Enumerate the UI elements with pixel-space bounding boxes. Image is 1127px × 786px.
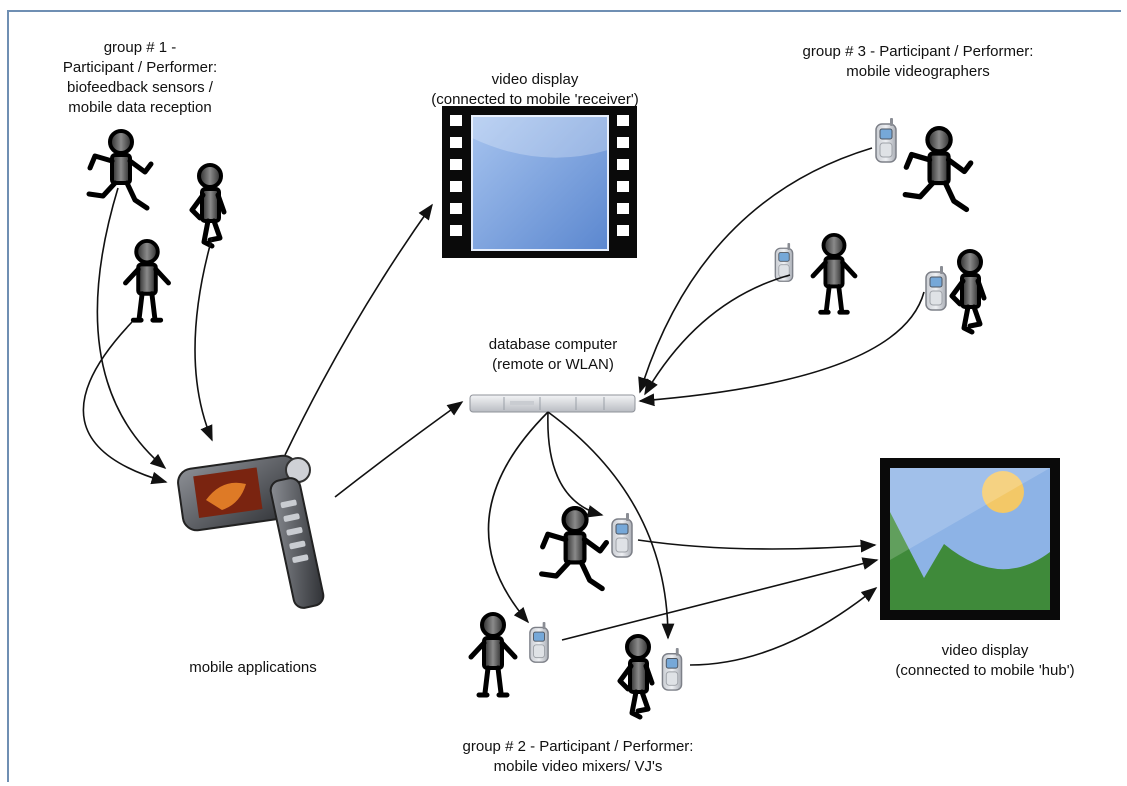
mobile-phone-icon <box>875 117 897 163</box>
group1-label: group # 1 - Participant / Performer: bio… <box>62 39 218 116</box>
stick-figure-icon <box>905 128 970 209</box>
group3-label: group # 3 - Participant / Performer: mob… <box>802 43 1034 80</box>
group2-label: group # 2 - Participant / Performer: mob… <box>462 738 694 775</box>
picture-display-icon <box>880 458 1060 620</box>
mobile-phone-icon <box>925 266 947 311</box>
server-icon <box>469 394 636 413</box>
stick-figure-icon <box>813 235 855 312</box>
mobile-phone-icon <box>529 622 549 663</box>
stick-figure-icon <box>620 636 652 717</box>
stick-figure-icon <box>125 241 168 320</box>
stick-figure-icon <box>952 251 984 332</box>
stick-figure-icon <box>192 165 224 246</box>
canvas-frame <box>7 10 1121 782</box>
video-display-top-label: video display (connected to mobile 'rece… <box>431 71 639 108</box>
mobile-applications-label: mobile applications <box>189 659 317 676</box>
stick-figure-icon <box>542 508 607 588</box>
stick-figure-icon <box>89 131 151 208</box>
video-display-bottom-label: video display (connected to mobile 'hub'… <box>895 642 1075 679</box>
film-display-icon <box>442 106 637 258</box>
mobile-phone-icon <box>661 648 683 691</box>
connection-arrows <box>82 147 925 666</box>
camera-phone-icon <box>177 454 325 609</box>
stick-figure-icon <box>471 614 515 695</box>
database-label: database computer (remote or WLAN) <box>488 336 618 373</box>
mobile-phone-icon <box>611 512 633 558</box>
